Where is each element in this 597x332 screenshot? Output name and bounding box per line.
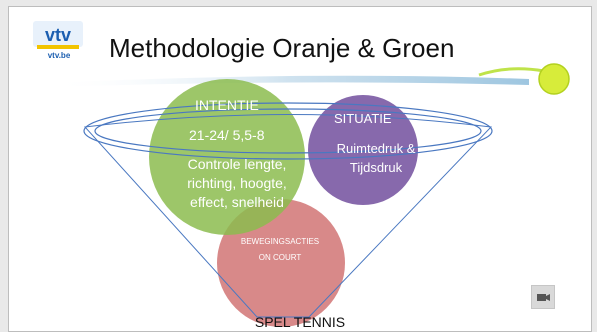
funnel-rim-inner bbox=[94, 108, 482, 154]
intentie-level: 21-24/ 5,5-8 bbox=[189, 127, 265, 143]
bottom-label: SPEL TENNIS bbox=[254, 314, 346, 330]
vtv-logo: vtv vtv.be bbox=[31, 17, 87, 63]
methodology-diagram bbox=[83, 79, 493, 327]
svg-text:vtv: vtv bbox=[45, 25, 71, 45]
situatie-title: SITUATIE bbox=[334, 111, 392, 126]
funnel-outline bbox=[83, 114, 493, 318]
vtv-logo-icon: vtv bbox=[33, 21, 83, 49]
video-camera-icon[interactable] bbox=[531, 285, 555, 309]
slide: vtv vtv.be Methodologie Oranje & Groen I… bbox=[8, 6, 592, 332]
funnel-rim-outer bbox=[83, 102, 493, 160]
intentie-description: Controle lengte, richting, hoogte, effec… bbox=[187, 156, 287, 210]
slide-title: Methodologie Oranje & Groen bbox=[109, 33, 455, 63]
situatie-description: Ruimtedruk & Tijdsdruk bbox=[336, 141, 416, 175]
bewegingsacties-label: BEWEGINGSACTIES ON COURT bbox=[240, 237, 320, 262]
situatie-circle bbox=[308, 95, 418, 205]
logo-url: vtv.be bbox=[47, 51, 71, 60]
intentie-title: INTENTIE bbox=[195, 97, 259, 113]
